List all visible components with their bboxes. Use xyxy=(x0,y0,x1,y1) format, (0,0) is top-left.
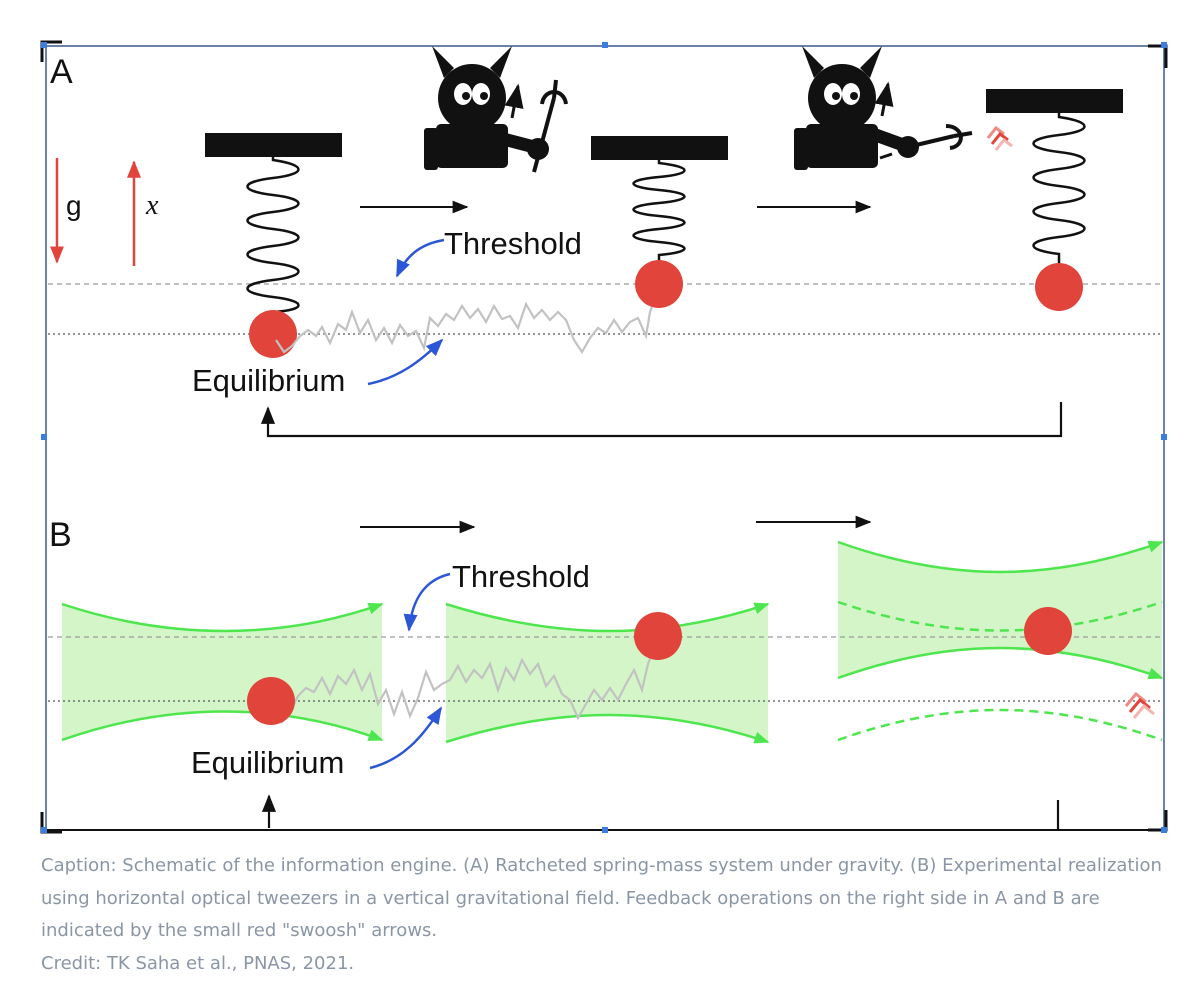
panel-a-label: A xyxy=(50,53,73,91)
swoosh-arrow-icon xyxy=(1124,691,1155,719)
bead xyxy=(247,677,295,725)
threshold-label: Threshold xyxy=(452,559,590,594)
swoosh-arrow-icon xyxy=(986,125,1013,151)
return-loop-arrow xyxy=(260,402,1063,438)
ceiling-plate xyxy=(591,136,728,160)
threshold-label: Threshold xyxy=(444,226,582,261)
equilibrium-label: Equilibrium xyxy=(192,363,345,398)
ceiling-plate xyxy=(986,89,1123,113)
demon-icon xyxy=(424,46,568,173)
panel-b-label: B xyxy=(49,516,72,554)
equilibrium-label: Equilibrium xyxy=(191,745,344,780)
bead xyxy=(635,260,683,308)
threshold-pointer xyxy=(403,572,451,632)
demon-icon xyxy=(794,46,973,170)
bead xyxy=(634,612,682,660)
figure-caption: Caption: Schematic of the information en… xyxy=(41,850,1181,980)
thermal-trajectory xyxy=(273,643,658,725)
optical-beam xyxy=(61,602,384,742)
pitchfork-icon xyxy=(532,97,556,173)
optical-beam xyxy=(445,602,770,744)
figure-frame xyxy=(40,40,1168,834)
threshold-pointer xyxy=(395,238,445,278)
panel-a: A g x Threshold Equilibrium xyxy=(48,46,1160,438)
optical-beam xyxy=(837,540,1164,742)
spring xyxy=(1032,113,1086,264)
pitchfork-icon xyxy=(911,134,955,148)
ceiling-plate xyxy=(205,133,342,157)
bead xyxy=(1035,263,1083,311)
bead xyxy=(249,310,297,358)
spring xyxy=(632,160,686,262)
thermal-trajectory xyxy=(275,295,658,355)
spring xyxy=(246,157,300,320)
information-engine-figure: A g x Threshold Equilibrium xyxy=(40,40,1168,834)
bead xyxy=(1024,607,1072,655)
caption-credit: Credit: TK Saha et al., PNAS, 2021. xyxy=(41,952,355,974)
equilibrium-pointer xyxy=(369,706,443,770)
position-symbol: x xyxy=(145,190,159,221)
gravity-symbol: g xyxy=(66,190,82,221)
caption-text: Caption: Schematic of the information en… xyxy=(41,855,1162,941)
equilibrium-pointer xyxy=(367,338,444,386)
panel-b: B xyxy=(48,515,1164,830)
